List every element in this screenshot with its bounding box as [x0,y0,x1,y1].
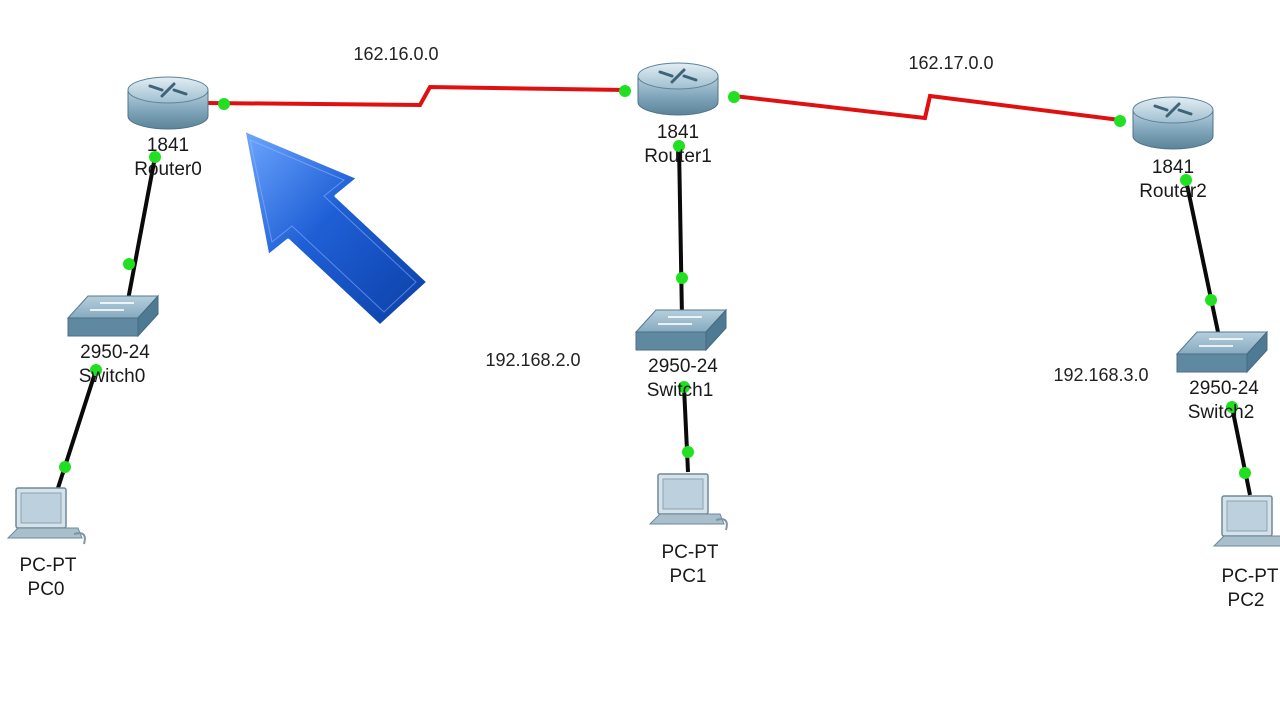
switch-icon [634,308,728,352]
network-label-r0-r1[interactable]: 162.16.0.0 [353,44,438,64]
device-name-label: Router0 [134,159,202,180]
network-label-lan1[interactable]: 192.168.2.0 [485,350,580,370]
network-label-r1-r2[interactable]: 162.17.0.0 [908,53,993,73]
router0[interactable]: 1841 Router0 [127,76,209,180]
ethernet-link-router0-switch0[interactable] [126,156,157,301]
ethernet-link-router2-switch2[interactable] [1184,179,1220,333]
port-up-indicator[interactable] [90,364,102,376]
device-model-label: 1841 [1152,157,1194,178]
port-up-indicator[interactable] [678,381,690,393]
port-up-indicator[interactable] [123,258,135,270]
serial-link-router1-router2[interactable] [733,93,1121,122]
device-name-label: PC1 [670,566,707,587]
device-name-label: PC2 [1228,590,1265,611]
ethernet-link-switch2-pc2[interactable] [1230,406,1252,496]
network-label-lan2[interactable]: 192.168.3.0 [1053,365,1148,385]
switch-icon [66,294,160,338]
device-model-label: PC-PT [1222,566,1279,587]
switch2[interactable]: 2950-24 Switch2 [1175,330,1269,423]
port-up-indicator[interactable] [59,461,71,473]
port-up-indicator[interactable] [682,446,694,458]
pc-icon [648,473,728,531]
router-icon [637,62,719,116]
arrow-pointer-icon [242,128,430,328]
device-name-label: PC0 [28,579,65,600]
ethernet-link-router1-switch1[interactable] [677,144,684,319]
router-icon [1132,96,1214,150]
router-icon [127,76,209,130]
port-up-indicator[interactable] [728,91,740,103]
port-up-indicator[interactable] [1239,467,1251,479]
device-model-label: PC-PT [20,555,77,576]
pc1[interactable]: PC-PT PC1 [648,473,728,587]
device-model-label: 2950-24 [80,342,150,363]
links [56,84,1252,496]
device-model-label: PC-PT [662,542,719,563]
device-name-label: Router1 [644,146,712,167]
pc0[interactable]: PC-PT PC0 [6,487,86,600]
port-indicators [59,85,1251,479]
port-up-indicator[interactable] [673,140,685,152]
port-up-indicator[interactable] [1114,115,1126,127]
device-model-label: 2950-24 [1189,378,1259,399]
device-name-label: Router2 [1139,181,1207,202]
device-name-label: Switch2 [1188,402,1255,423]
switch0[interactable]: 2950-24 Switch0 [66,294,160,387]
switch1[interactable]: 2950-24 Switch1 [634,308,728,401]
port-up-indicator[interactable] [619,85,631,97]
port-up-indicator[interactable] [218,98,230,110]
device-model-label: 2950-24 [648,356,718,377]
device-name-label: Switch1 [647,380,714,401]
router2[interactable]: 1841 Router2 [1132,96,1214,202]
router1[interactable]: 1841 Router1 [637,62,719,167]
port-up-indicator[interactable] [149,151,161,163]
device-name-label: Switch0 [79,366,146,387]
pc2[interactable]: PC-PT PC2 [1212,495,1280,611]
port-up-indicator[interactable] [1226,401,1238,413]
switch-icon [1175,330,1269,374]
pc-icon [6,487,86,545]
serial-link-router0-router1[interactable] [207,84,626,108]
port-up-indicator[interactable] [1205,294,1217,306]
port-up-indicator[interactable] [676,272,688,284]
pc-icon [1212,495,1280,547]
port-up-indicator[interactable] [1180,174,1192,186]
device-model-label: 1841 [657,122,699,143]
device-model-label: 1841 [147,135,189,156]
